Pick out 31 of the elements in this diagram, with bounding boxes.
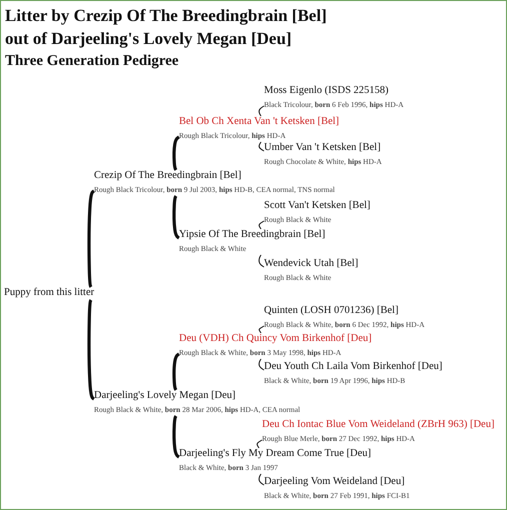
- dog-name: Bel Ob Ch Xenta Van 't Ketsken [Bel]: [179, 115, 340, 128]
- dog-name: Yipsie Of The Breedingbrain [Bel]: [179, 228, 326, 241]
- pedigree-bracket: [88, 298, 95, 400]
- pedigree-bracket: [258, 254, 264, 268]
- dog-name: Darjeeling's Fly My Dream Come True [Deu]: [179, 447, 372, 460]
- dog-name: Scott Van't Ketsken [Bel]: [264, 199, 370, 212]
- pedigree-bracket: [258, 220, 264, 230]
- dog-name: Deu Youth Ch Laila Vom Birkenhof [Deu]: [264, 360, 442, 373]
- pedigree-bracket: [256, 440, 262, 448]
- pedigree-bracket: [258, 106, 264, 116]
- dog-name: Umber Van 't Ketsken [Bel]: [264, 141, 382, 154]
- pedigree-bracket: [258, 142, 264, 152]
- pedigree-bracket: [172, 194, 180, 240]
- pedigree-bracket: [172, 136, 180, 172]
- pedigree-bracket: [172, 414, 180, 458]
- pedigree-bracket: [88, 190, 95, 288]
- pedigree-bracket: [258, 474, 264, 486]
- dog-name: Darjeeling's Lovely Megan [Deu]: [94, 389, 237, 402]
- pedigree-bracket: [258, 326, 264, 334]
- dog-name: Puppy from this litter: [4, 286, 94, 299]
- pedigree-title: Litter by Crezip Of The Breedingbrain [Bel] out of Darjeeling's Lovely Megan [Deu]: [5, 5, 328, 50]
- dog-name: Wendevick Utah [Bel]: [264, 257, 358, 270]
- dog-name: Quinten (LOSH 0701236) [Bel]: [264, 304, 400, 317]
- pedigree-bracket: [172, 352, 180, 392]
- pedigree-subtitle: Three Generation Pedigree: [5, 53, 179, 70]
- dog-name: Crezip Of The Breedingbrain [Bel]: [94, 169, 242, 182]
- dog-name: Moss Eigenlo (ISDS 225158): [264, 84, 390, 97]
- dog-name: Deu (VDH) Ch Quincy Vom Birkenhof [Deu]: [179, 332, 372, 345]
- pedigree-bracket: [258, 358, 264, 370]
- dog-name: Deu Ch Iontac Blue Vom Weideland (ZBrH 963) [Deu]: [262, 418, 494, 431]
- dog-name: Darjeeling Vom Weideland [Deu]: [264, 475, 406, 488]
